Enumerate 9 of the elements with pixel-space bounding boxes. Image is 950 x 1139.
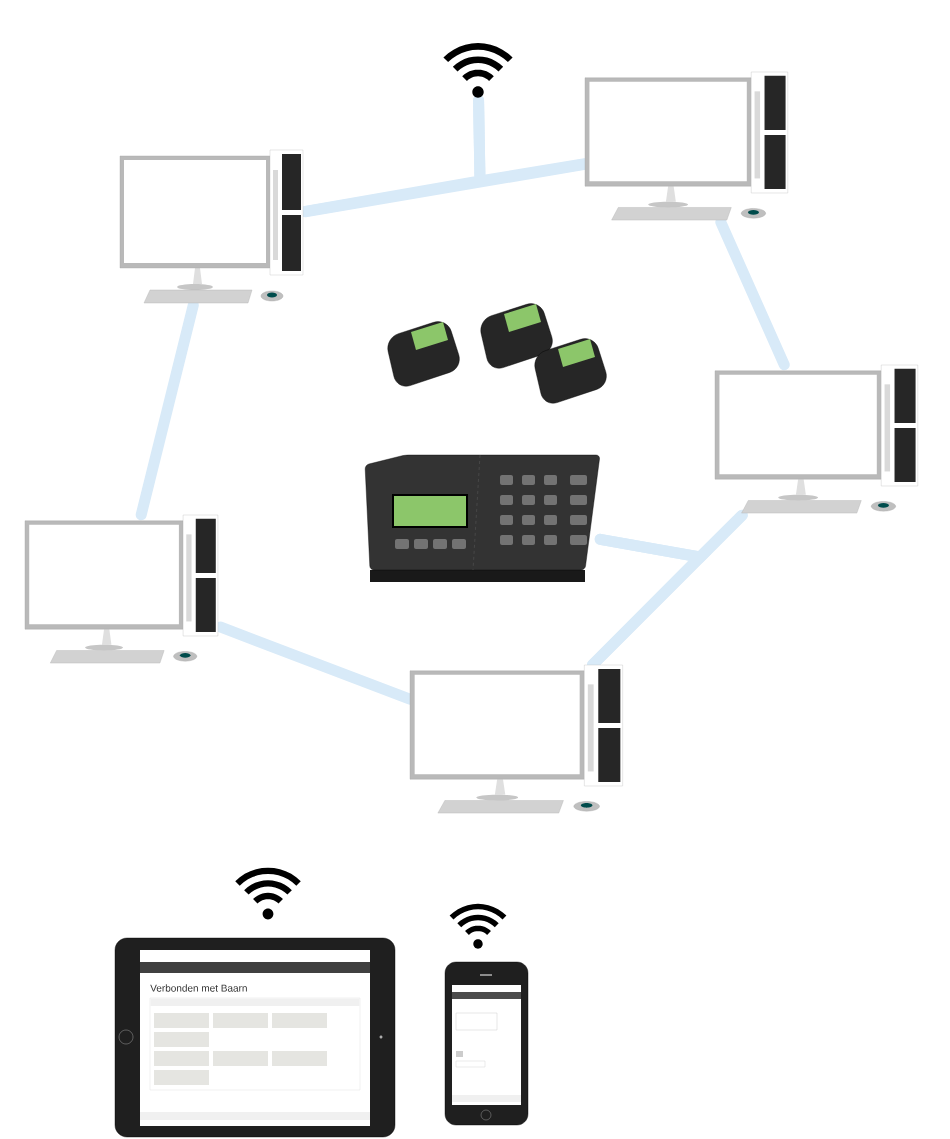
wifi-icon [443, 43, 513, 98]
computer-drawing [119, 149, 304, 304]
base-station-drawing [365, 454, 600, 582]
computer-drawing [584, 71, 788, 221]
computer-drawing [714, 364, 918, 514]
computer-drawing [24, 514, 219, 664]
phone-drawing [444, 961, 529, 1126]
computer-drawing [409, 664, 623, 814]
screen-title: Verbonden met Baarn [150, 984, 247, 992]
